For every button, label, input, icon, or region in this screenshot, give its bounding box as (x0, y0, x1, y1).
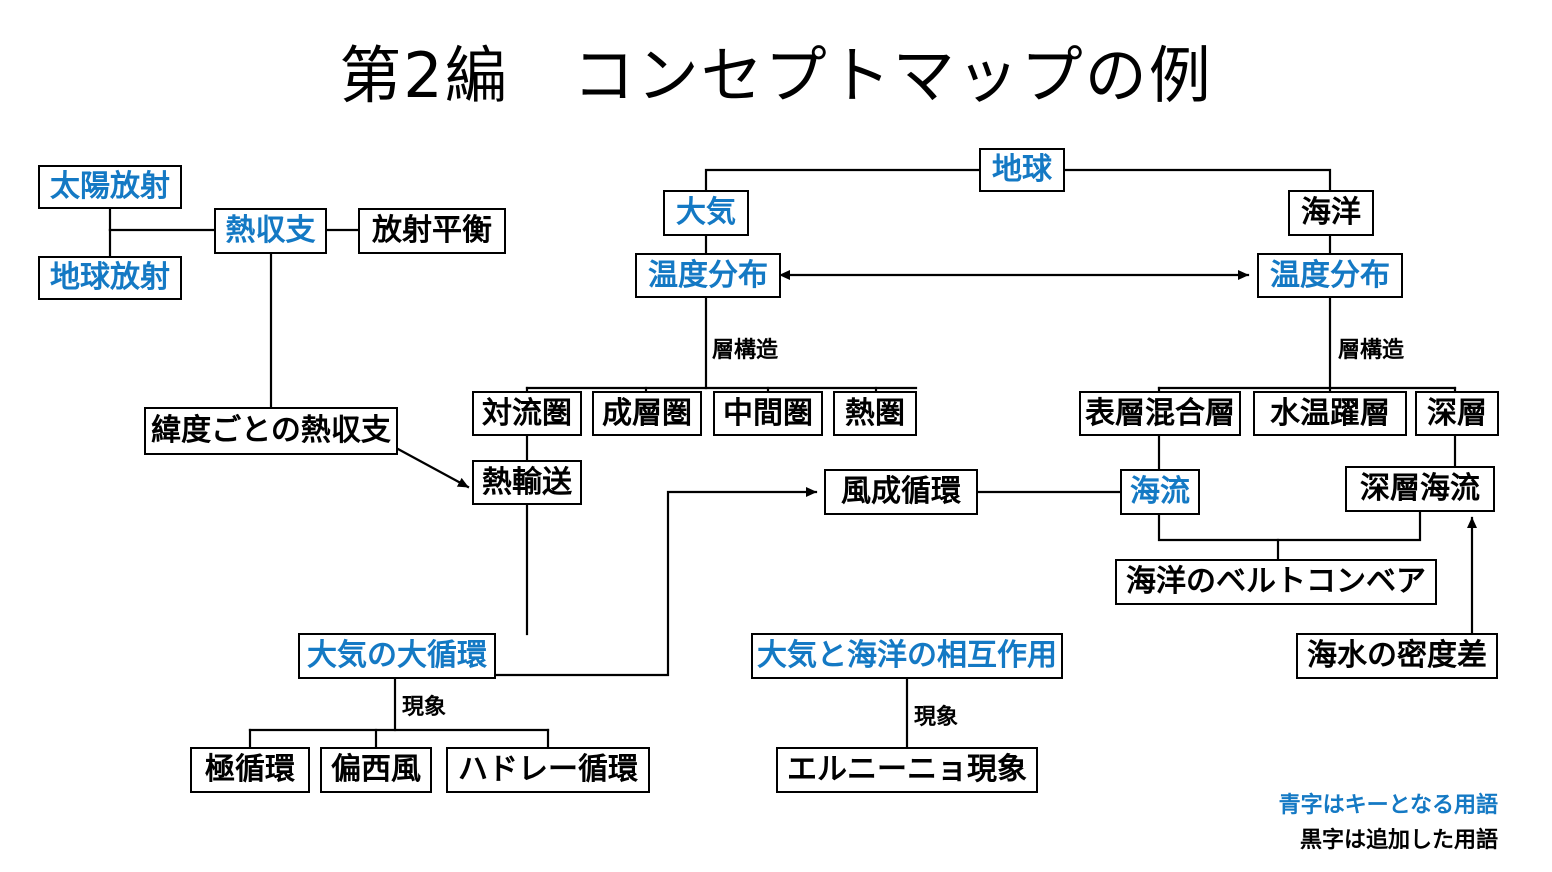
node-earth-radiation[interactable]: 地球放射 (38, 256, 182, 300)
node-solar-radiation[interactable]: 太陽放射 (38, 165, 182, 209)
node-general-circulation[interactable]: 大気の大循環 (298, 633, 496, 679)
node-westerlies[interactable]: 偏西風 (320, 747, 432, 793)
edge-label-phenomenon-interaction: 現象 (912, 705, 961, 730)
node-temp-dist-ocean[interactable]: 温度分布 (1257, 253, 1403, 298)
node-radiative-balance[interactable]: 放射平衡 (358, 208, 506, 254)
node-hadley-cell[interactable]: ハドレー循環 (446, 747, 650, 793)
node-thermocline[interactable]: 水温躍層 (1253, 391, 1407, 436)
legend-added-terms: 黒字は追加した用語 (1299, 828, 1498, 853)
edge-label-phenomenon-atmosphere: 現象 (400, 695, 449, 720)
node-deep-layer[interactable]: 深層 (1415, 391, 1499, 436)
node-seawater-density-difference[interactable]: 海水の密度差 (1296, 633, 1498, 679)
node-mesosphere[interactable]: 中間圏 (713, 391, 823, 436)
node-troposphere[interactable]: 対流圏 (472, 391, 582, 436)
node-earth[interactable]: 地球 (979, 148, 1065, 192)
node-el-nino[interactable]: エルニーニョ現象 (776, 747, 1038, 793)
edge-latitude-to-heattransport (396, 447, 470, 489)
node-polar-cell[interactable]: 極循環 (190, 747, 310, 793)
edge-deepcurrent-to-conveyor (1276, 510, 1422, 542)
edge-earth-to-ocean (1063, 168, 1332, 192)
node-ocean-current[interactable]: 海流 (1120, 469, 1200, 515)
node-thermosphere[interactable]: 熱圏 (833, 391, 917, 436)
node-surface-mixed-layer[interactable]: 表層混合層 (1079, 391, 1241, 436)
edge-label-layer-structure-atmosphere: 層構造 (710, 338, 781, 363)
node-air-sea-interaction[interactable]: 大気と海洋の相互作用 (751, 633, 1063, 679)
node-stratosphere[interactable]: 成層圏 (592, 391, 702, 436)
node-wind-driven-circulation[interactable]: 風成循環 (824, 469, 978, 515)
node-atmosphere[interactable]: 大気 (663, 190, 749, 236)
page-title: 第2編 コンセプトマップの例 (339, 39, 1213, 112)
node-heat-transport[interactable]: 熱輸送 (472, 460, 582, 505)
edge-label-layer-structure-ocean: 層構造 (1336, 338, 1407, 363)
edge-earth-to-atmosphere (704, 168, 981, 192)
node-ocean-conveyor-belt[interactable]: 海洋のベルトコンベア (1115, 559, 1437, 605)
edge-current-to-conveyor (1157, 513, 1280, 562)
node-temp-dist-atmosphere[interactable]: 温度分布 (635, 253, 781, 298)
legend-key-terms: 青字はキーとなる用語 (1278, 793, 1498, 818)
node-heat-budget[interactable]: 熱収支 (214, 208, 327, 254)
node-ocean[interactable]: 海洋 (1288, 190, 1374, 236)
node-deep-ocean-current[interactable]: 深層海流 (1345, 466, 1495, 512)
node-heat-budget-by-latitude[interactable]: 緯度ごとの熱収支 (144, 407, 398, 455)
